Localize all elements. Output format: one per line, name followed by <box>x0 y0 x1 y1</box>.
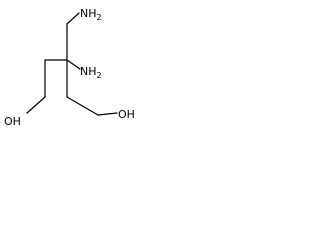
bond-quaternary-to-nh2 <box>66 59 81 70</box>
bond-left-ch2-to-oh <box>26 96 46 114</box>
atom-label-oh-left: OH <box>4 115 21 128</box>
bond-aminomethyl-to-nh2 <box>66 12 80 25</box>
bond-right-ch2-to-oh <box>97 112 118 116</box>
atom-label-nh2-top: NH2 <box>80 7 102 22</box>
atom-label-nh2-top-main: NH <box>80 7 97 20</box>
atom-label-oh-right: OH <box>118 108 135 121</box>
atom-label-oh-right-main: OH <box>118 108 135 121</box>
structural-formula: NH2 NH2 OH OH <box>4 7 135 128</box>
atom-label-oh-left-main: OH <box>4 115 21 128</box>
atom-label-nh2-top-sub: 2 <box>97 13 102 22</box>
atom-label-nh2-center-sub: 2 <box>97 71 102 80</box>
atom-label-nh2-center: NH2 <box>80 65 102 80</box>
atom-label-nh2-center-main: NH <box>80 65 97 78</box>
bond-right-ch2-to-ch2 <box>66 96 99 116</box>
